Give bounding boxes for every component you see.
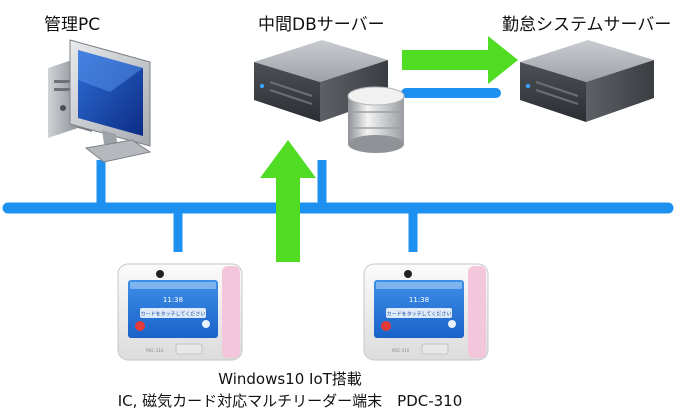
admin-pc-label: 管理PC	[44, 15, 101, 35]
terminal-1-prompt: カードをタッチしてください	[141, 311, 206, 318]
middle-db-server-icon	[254, 40, 405, 153]
server-sync-arrow	[402, 36, 518, 84]
database-icon	[347, 86, 405, 153]
caption-line-2: IC, 磁気カード対応マルチリーダー端末 PDC-310	[117, 392, 463, 410]
terminal-1-badge: PDC-310	[146, 348, 164, 353]
terminal-2-time: 11:38	[409, 296, 429, 304]
network-bus	[2, 160, 674, 252]
admin-pc-icon	[48, 39, 152, 163]
reader-terminal-1: 11:38 カードをタッチしてください PDC-310	[117, 263, 243, 361]
caption-line-1: Windows10 IoT搭載	[218, 370, 362, 388]
middle-db-server-label: 中間DBサーバー	[258, 15, 385, 35]
attendance-server-label: 勤怠システムサーバー	[502, 15, 672, 35]
terminal-2-badge: PDC-310	[392, 348, 410, 353]
upload-arrow	[260, 140, 316, 262]
terminal-1-time: 11:38	[163, 296, 183, 304]
reader-terminal-2: 11:38 カードをタッチしてください PDC-310	[363, 263, 489, 361]
terminal-2-prompt: カードをタッチしてください	[387, 311, 452, 318]
attendance-server-icon	[520, 40, 654, 122]
